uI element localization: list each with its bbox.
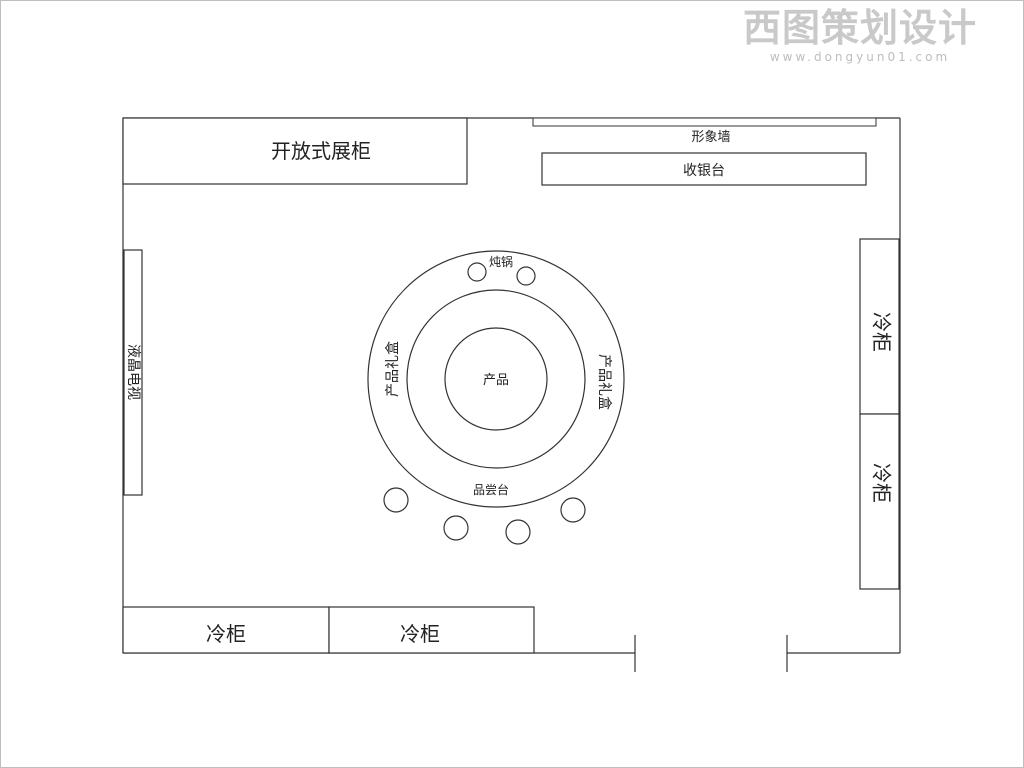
- lcd-tv: [123, 249, 143, 496]
- cold-cabinet-bottom-right-label: 冷柜: [400, 622, 440, 646]
- stew-pot-label: 炖锅: [489, 254, 513, 269]
- stool: [383, 487, 409, 513]
- image-wall-label: 形象墙: [691, 130, 730, 145]
- stew-pots: [467, 262, 536, 286]
- stew-pot-right: [516, 266, 536, 286]
- watermark-title: 西图策划设计: [742, 6, 977, 50]
- product-label: 产品: [483, 373, 509, 388]
- outer-ring: [367, 250, 625, 508]
- image-wall: [532, 117, 877, 127]
- stool: [443, 515, 469, 541]
- cold-cabinet-bottom-left-label: 冷柜: [206, 622, 246, 646]
- tasting-table-label: 品尝台: [473, 482, 509, 497]
- open-display-cabinet-label: 开放式展柜: [271, 139, 371, 163]
- stools: [383, 487, 586, 545]
- gift-box-right-label: 产品礼盒: [596, 354, 613, 410]
- cold-cabinet-bottom-left: [122, 606, 330, 654]
- stool: [505, 519, 531, 545]
- cold-cabinet-right-bottom-label: 冷柜: [870, 463, 894, 503]
- cashier-label: 收银台: [683, 163, 725, 179]
- watermark-logo: 西图策划设计 www.dongyun01.com: [705, 6, 1015, 70]
- stew-pot-left: [467, 262, 487, 282]
- outer-walls: [122, 117, 901, 672]
- cashier-counter: [541, 152, 867, 186]
- cold-cabinet-right-bottom: [859, 413, 900, 590]
- tasting-island: [367, 250, 625, 508]
- inner-ring: [444, 327, 548, 431]
- stool: [560, 497, 586, 523]
- open-display-cabinet: [122, 117, 468, 185]
- gift-box-left-label: 产品礼盒: [384, 341, 401, 397]
- cold-cabinet-bottom-right: [328, 606, 535, 654]
- middle-ring: [406, 289, 586, 469]
- cold-cabinet-right-top-label: 冷柜: [870, 312, 894, 352]
- watermark-url: www.dongyun01.com: [769, 50, 951, 64]
- lcd-tv-label: 液晶电视: [125, 344, 141, 400]
